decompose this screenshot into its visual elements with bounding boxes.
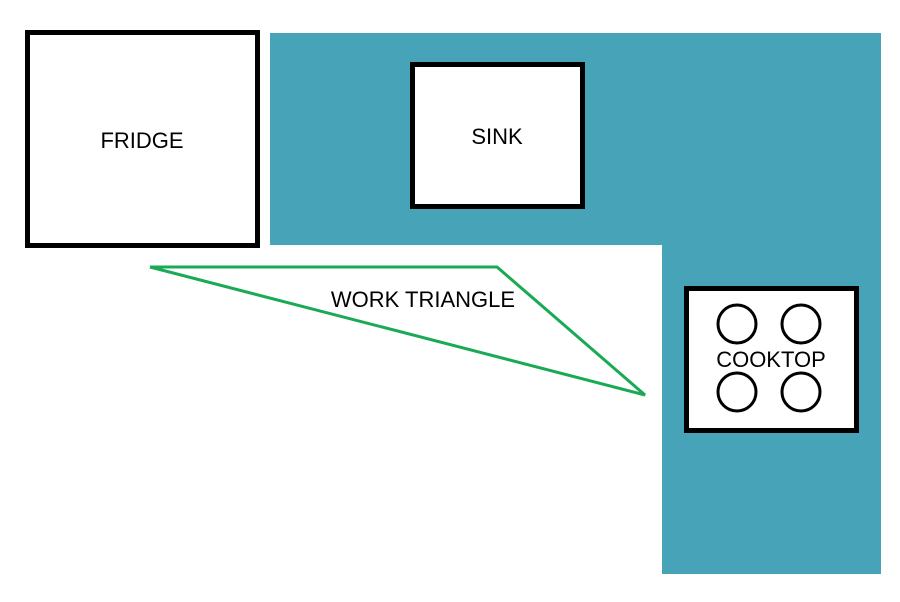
cooktop: COOKTOP bbox=[684, 286, 859, 433]
burner-top-left bbox=[716, 303, 758, 345]
sink: SINK bbox=[410, 62, 585, 209]
fridge: FRIDGE bbox=[25, 30, 260, 248]
sink-label: SINK bbox=[471, 124, 523, 149]
work-triangle-outline bbox=[149, 265, 646, 397]
burner-bottom-left bbox=[716, 371, 758, 413]
work-triangle-label: WORK TRIANGLE bbox=[331, 287, 515, 312]
sink-box bbox=[410, 62, 585, 209]
cooktop-label: COOKTOP bbox=[716, 347, 826, 372]
work-triangle: WORK TRIANGLE bbox=[149, 265, 646, 397]
burner-bottom-right bbox=[780, 371, 822, 413]
fridge-label: FRIDGE bbox=[100, 128, 183, 153]
burner-top-right bbox=[780, 303, 822, 345]
fridge-box bbox=[25, 30, 260, 248]
cooktop-box bbox=[684, 286, 859, 433]
